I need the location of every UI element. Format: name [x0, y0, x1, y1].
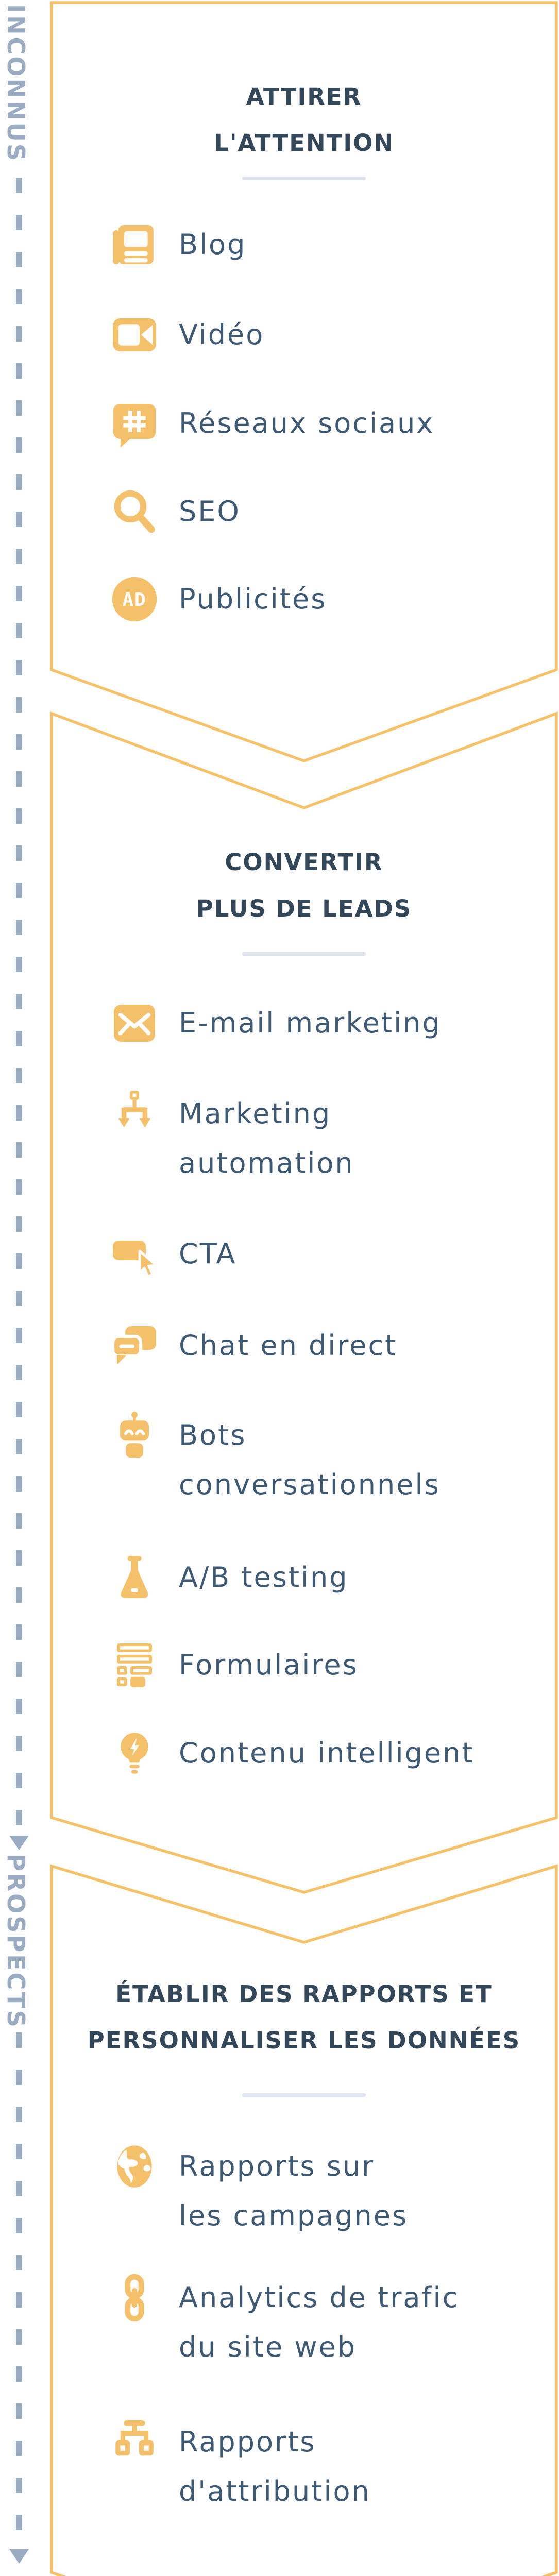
item-label: Rapports d'attribution	[179, 2426, 371, 2507]
section-title-report: ÉTABLIR DES RAPPORTS ET PERSONNALISER LE…	[87, 1980, 521, 2054]
item-label: Réseaux sociaux	[179, 407, 435, 439]
funnel-banner-report	[50, 1864, 558, 2576]
item-label: SEO	[179, 495, 241, 528]
funnel-item: Contenu intelligent	[110, 1728, 475, 1778]
item-label: Vidéo	[179, 318, 265, 351]
funnel-item: Bots conversationnels	[110, 1411, 441, 1510]
item-label: Rapports sur les campagnes	[179, 2150, 409, 2232]
rail-arrow-down-icon	[9, 2549, 29, 2564]
funnel-item: Blog	[110, 220, 246, 269]
funnel-item: Formulaires	[110, 1640, 359, 1690]
section-title-attract: ATTIRER L'ATTENTION	[214, 83, 394, 157]
chatbot-icon	[110, 1411, 159, 1460]
funnel-item: AD Publicités	[110, 574, 327, 624]
funnel-item: E-mail marketing	[110, 998, 442, 1048]
ads-icon-text: AD	[122, 589, 146, 611]
funnel-item: Analytics de trafic du site web	[110, 2273, 459, 2372]
funnel-banner-convert	[50, 711, 558, 1894]
item-label: Marketing automation	[179, 1097, 354, 1179]
attribution-reports-icon	[110, 2417, 159, 2467]
ads-icon: AD	[110, 574, 159, 624]
section-divider	[242, 952, 366, 956]
rail-arrow-down-icon	[9, 1836, 29, 1850]
section-divider	[242, 177, 366, 180]
funnel-item: Réseaux sociaux	[110, 399, 434, 448]
video-icon	[110, 310, 159, 360]
item-label: Bots conversationnels	[179, 1419, 441, 1501]
marketing-automation-icon	[110, 1089, 159, 1139]
item-label: Contenu intelligent	[179, 1737, 475, 1769]
funnel-item: SEO	[110, 487, 241, 536]
item-label: A/B testing	[179, 1561, 349, 1594]
section-divider	[242, 2093, 366, 2097]
funnel-item: A/B testing	[110, 1553, 349, 1602]
blog-icon	[110, 220, 159, 269]
item-label: Chat en direct	[179, 1329, 398, 1362]
seo-search-icon	[110, 487, 159, 536]
item-label: Blog	[179, 228, 247, 261]
section-title-convert: CONVERTIR PLUS DE LEADS	[196, 849, 412, 922]
smart-content-icon	[110, 1728, 159, 1778]
funnel-banner-attract	[50, 1, 558, 762]
rail-dashed-line	[16, 178, 22, 1833]
traffic-analytics-icon	[110, 2273, 159, 2323]
social-networks-icon	[110, 399, 159, 448]
funnel-item: CTA	[110, 1229, 236, 1279]
funnel-item: Marketing automation	[110, 1089, 354, 1188]
live-chat-icon	[110, 1321, 159, 1370]
item-label: CTA	[179, 1238, 237, 1270]
forms-icon	[110, 1640, 159, 1690]
funnel-item: Vidéo	[110, 310, 264, 360]
rail-label-inconnus: INCONNUS	[2, 4, 30, 163]
rail-label-prospects: PROSPECTS	[2, 1854, 30, 2029]
email-marketing-icon	[110, 998, 159, 1048]
ab-testing-icon	[110, 1553, 159, 1602]
item-label: E-mail marketing	[179, 1007, 442, 1039]
item-label: Analytics de trafic du site web	[179, 2281, 460, 2363]
funnel-item: Chat en direct	[110, 1321, 397, 1370]
cta-icon	[110, 1229, 159, 1279]
funnel-item: Rapports sur les campagnes	[110, 2142, 408, 2241]
campaign-reports-icon	[110, 2142, 159, 2191]
rail-dashed-line	[16, 2032, 22, 2545]
item-label: Formulaires	[179, 1649, 359, 1681]
funnel-item: Rapports d'attribution	[110, 2417, 371, 2516]
item-label: Publicités	[179, 583, 327, 615]
